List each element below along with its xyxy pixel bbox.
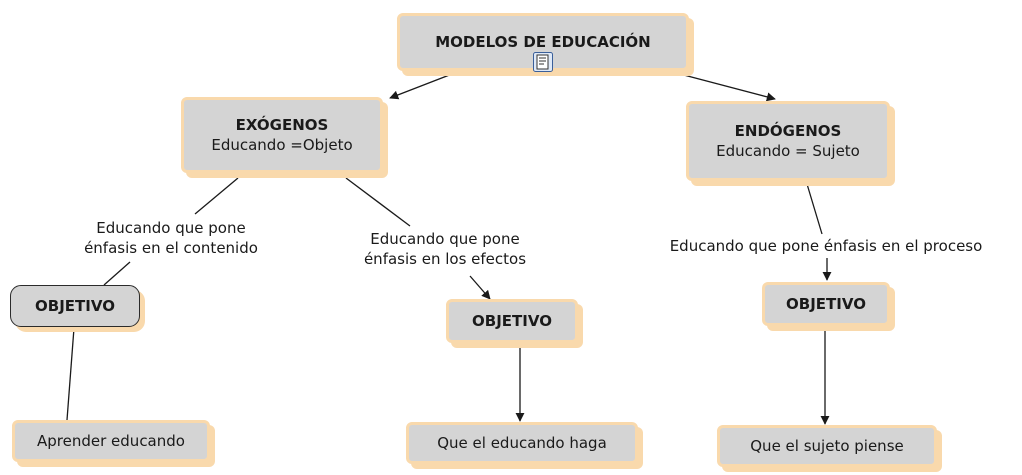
node-title: OBJETIVO [472, 312, 552, 330]
node-text: Aprender educando [37, 432, 185, 450]
link-label-line: Educando que pone énfasis en el proceso [669, 237, 983, 255]
link-label-efectos[interactable]: Educando que pone énfasis en los efectos [340, 229, 550, 269]
node-objetivo-right[interactable]: OBJETIVO [762, 282, 890, 326]
link-label-line: Educando que pone [370, 230, 520, 248]
node-que-el-sujeto-piense[interactable]: Que el sujeto piense [717, 425, 937, 467]
link-label-line: Educando que pone [96, 219, 246, 237]
node-title: MODELOS DE EDUCACIÓN [435, 33, 651, 51]
link-label-line: énfasis en el contenido [84, 239, 258, 257]
node-title: OBJETIVO [786, 295, 866, 313]
link-label-line: énfasis en los efectos [363, 250, 527, 268]
line-endogenos-label-proceso [806, 183, 823, 235]
line-label-contenido-objetivo [103, 261, 131, 286]
node-exogenos[interactable]: EXÓGENOS Educando =Objeto [181, 97, 383, 173]
document-icon[interactable] [533, 52, 553, 72]
node-text: Que el sujeto piense [750, 437, 904, 455]
line-exogenos-label-efectos [345, 177, 411, 227]
line-root-exogenos [389, 73, 453, 100]
line-label-efectos-objetivo [469, 275, 491, 300]
node-subtitle: Educando =Objeto [211, 136, 353, 154]
link-label-contenido[interactable]: Educando que pone énfasis en el contenid… [60, 218, 282, 258]
node-objetivo-left[interactable]: OBJETIVO [10, 285, 140, 327]
node-objetivo-mid[interactable]: OBJETIVO [446, 299, 578, 343]
node-que-el-educando-haga[interactable]: Que el educando haga [406, 422, 638, 464]
node-title: EXÓGENOS [235, 116, 329, 134]
node-title: OBJETIVO [35, 297, 115, 315]
node-title: ENDÓGENOS [734, 122, 842, 140]
node-text: Que el educando haga [437, 434, 607, 452]
node-endogenos[interactable]: ENDÓGENOS Educando = Sujeto [686, 101, 890, 181]
node-subtitle: Educando = Sujeto [716, 142, 860, 160]
line-objetivo-left-result [66, 327, 75, 421]
node-aprender-educando[interactable]: Aprender educando [12, 420, 210, 462]
link-label-proceso[interactable]: Educando que pone énfasis en el proceso [634, 236, 1018, 256]
line-exogenos-label-contenido [194, 177, 239, 215]
line-root-endogenos [679, 73, 776, 102]
